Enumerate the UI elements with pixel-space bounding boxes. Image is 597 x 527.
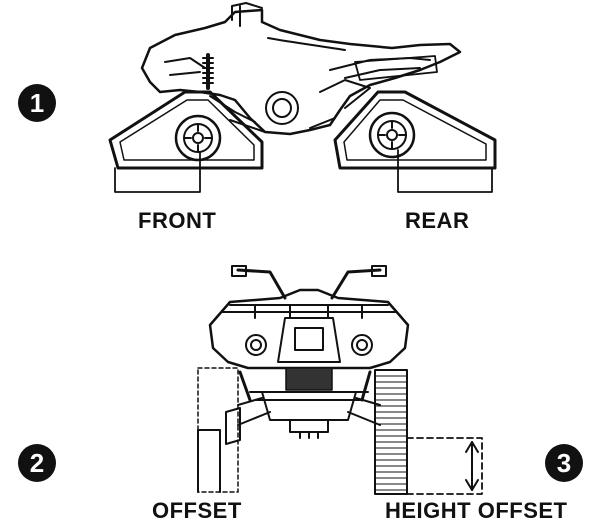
- step-badge-2: 2: [18, 444, 56, 482]
- step-badge-3: 3: [545, 444, 583, 482]
- step-badge-1: 1: [18, 84, 56, 122]
- rear-leader: [397, 149, 493, 193]
- rear-label: REAR: [405, 208, 470, 233]
- atv-front-view: [208, 265, 410, 445]
- atv-side-view: [140, 2, 462, 136]
- front-label: FRONT: [138, 208, 217, 233]
- front-leader: [114, 151, 201, 193]
- height-offset-track: [374, 369, 408, 495]
- rear-track: [333, 90, 497, 170]
- height-offset-hatch: [374, 375, 408, 491]
- front-track: [108, 90, 264, 170]
- offset-track: [197, 367, 239, 493]
- height-offset-indicator: [406, 437, 483, 495]
- height-offset-label: HEIGHT OFFSET: [385, 498, 568, 523]
- offset-label: OFFSET: [152, 498, 242, 523]
